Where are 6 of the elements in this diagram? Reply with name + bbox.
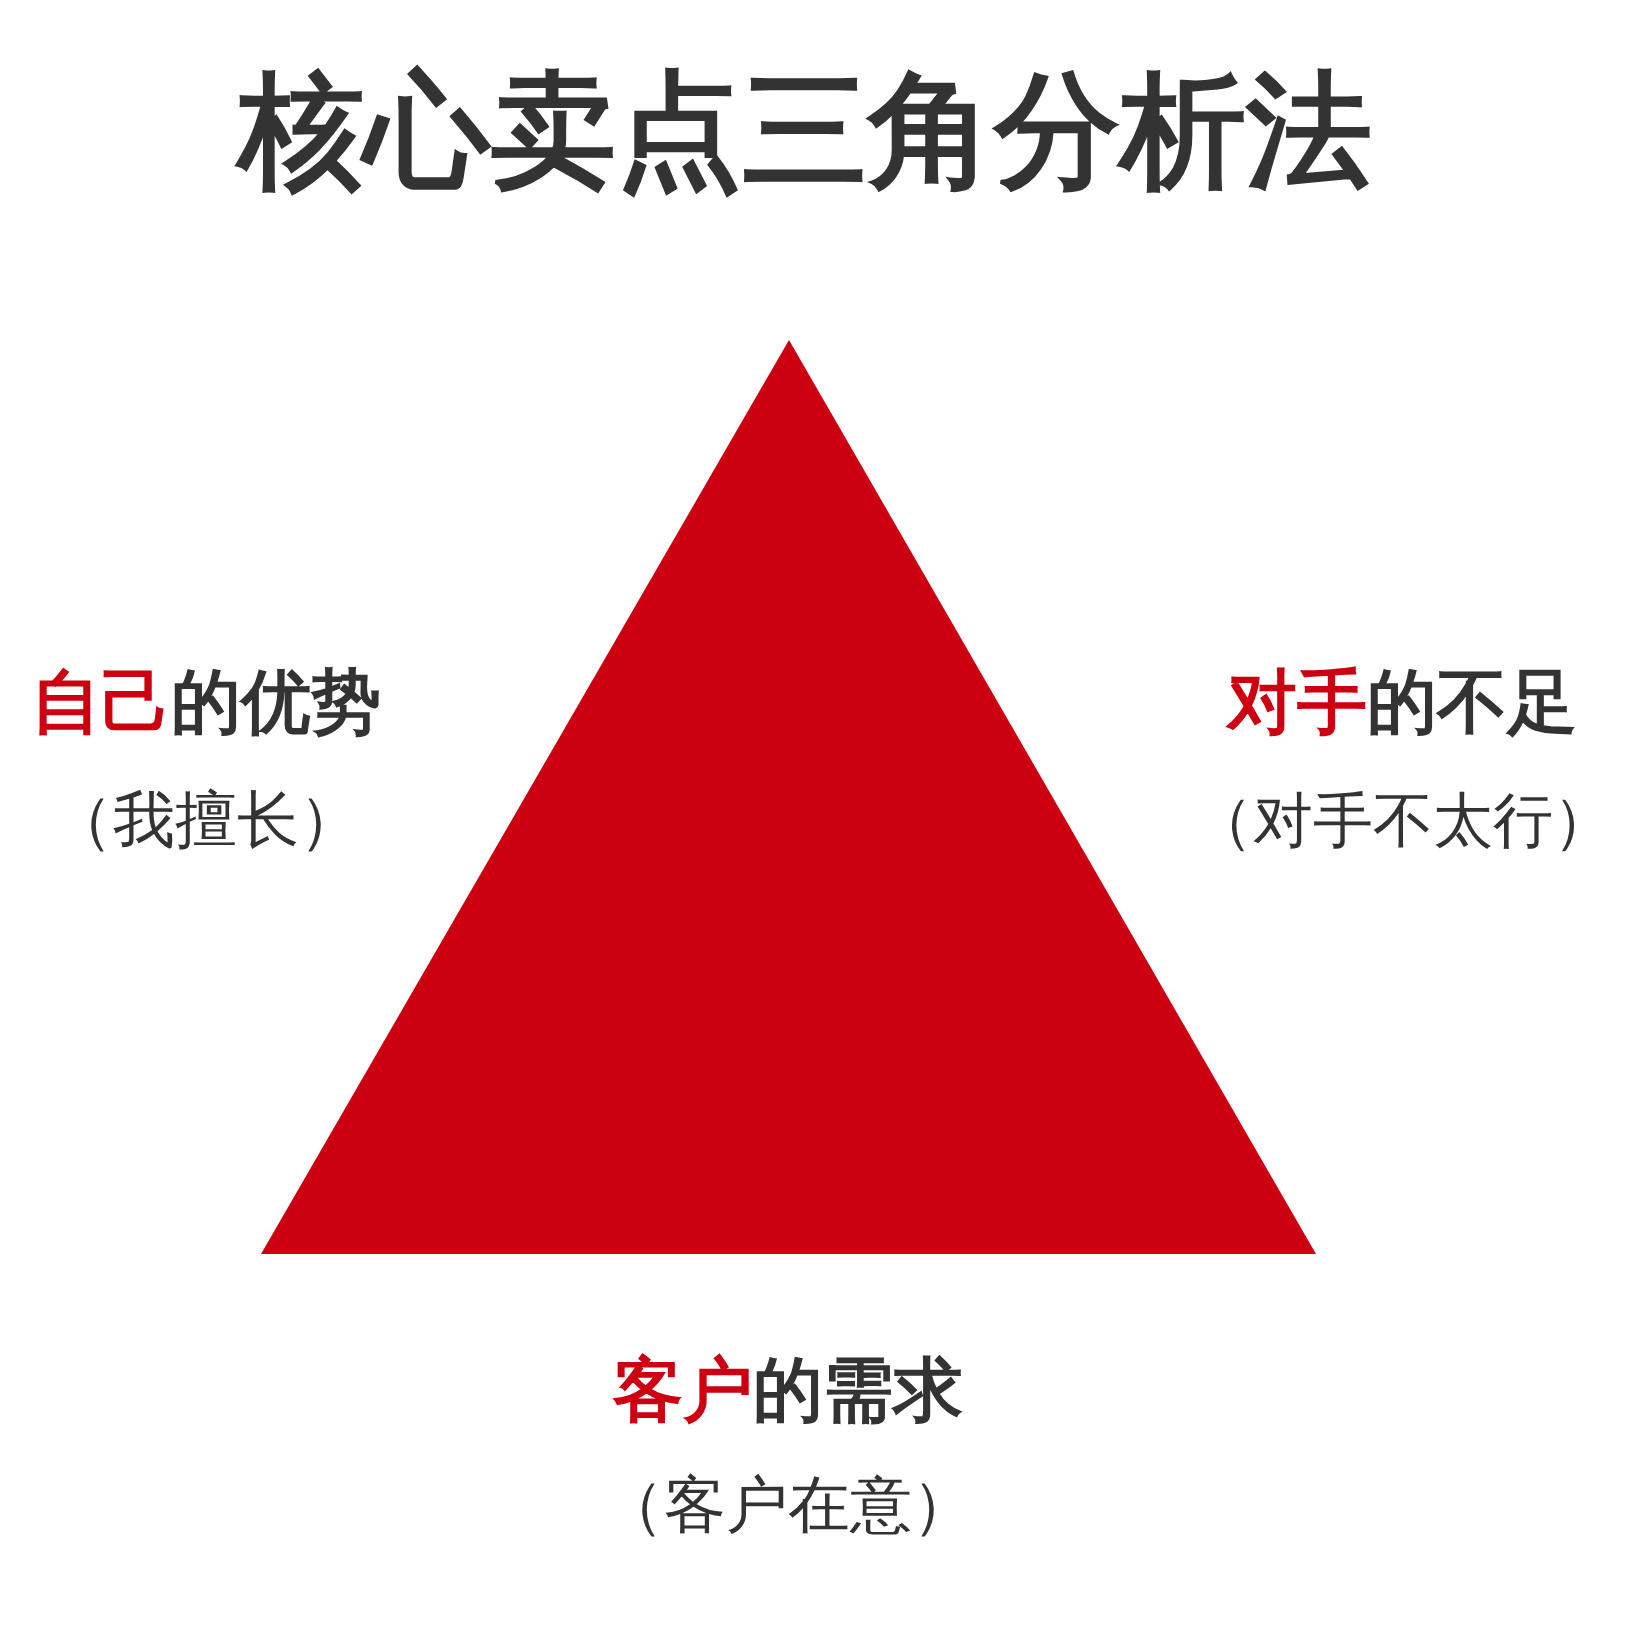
corner-heading: 客户的需求 xyxy=(613,1351,963,1429)
corner-note: （对手不太行） xyxy=(1193,787,1613,853)
corner-heading: 对手的不足 xyxy=(1227,663,1577,741)
corner-note: （我擅长） xyxy=(51,785,361,855)
corner-heading: 自己的优势 xyxy=(31,663,381,741)
corner-note: （客户在意） xyxy=(602,1470,974,1540)
